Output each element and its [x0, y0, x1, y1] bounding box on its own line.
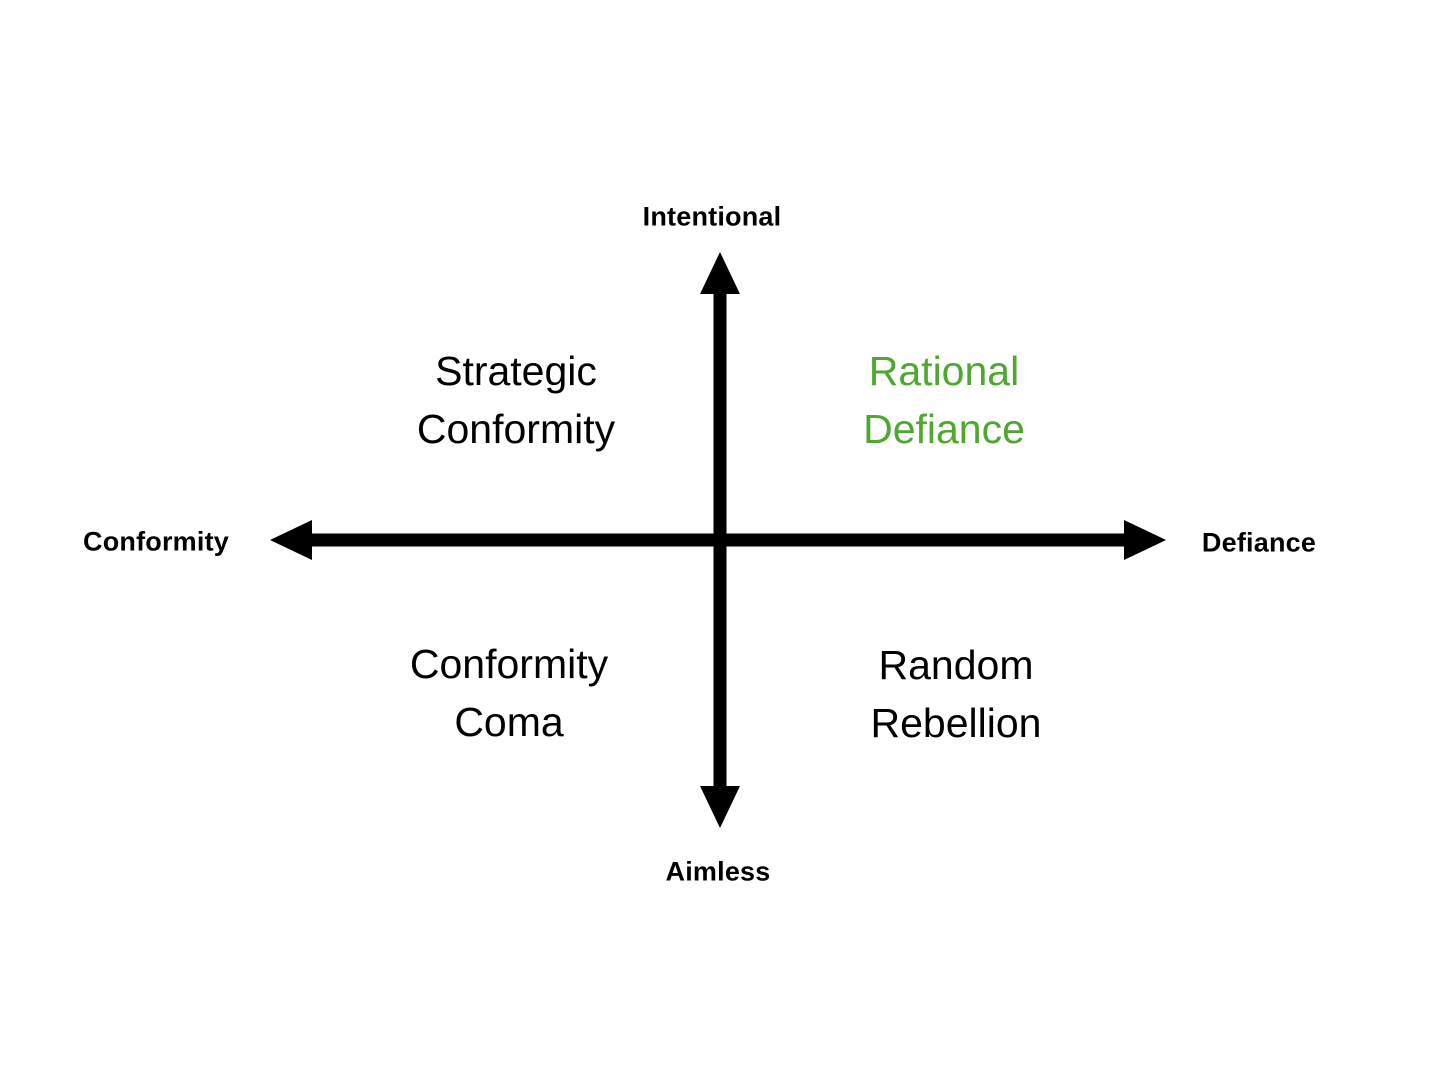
quadrant-label-rational-defiance: Rational Defiance [863, 342, 1025, 458]
quadrant-label-line: Rebellion [870, 700, 1042, 746]
quadrant-label-line: Strategic [435, 348, 597, 394]
left-arrowhead-icon [270, 520, 312, 560]
axis-label-conformity: Conformity [83, 526, 229, 557]
up-arrowhead-icon [700, 252, 740, 294]
quadrant-label-line: Conformity [409, 641, 609, 687]
quadrant-label-strategic-conformity: Strategic Conformity [417, 342, 615, 458]
right-arrowhead-icon [1124, 520, 1166, 560]
quadrant-label-conformity-coma: Conformity Coma [410, 635, 608, 751]
axis-label-aimless: Aimless [665, 856, 771, 887]
down-arrowhead-icon [700, 786, 740, 828]
quadrant-label-line: Defiance [863, 406, 1025, 452]
quadrant-label-random-rebellion: Random Rebellion [871, 636, 1042, 752]
quadrant-label-line: Conformity [416, 406, 616, 452]
quadrant-label-line: Coma [454, 699, 564, 745]
quadrant-label-line: Random [878, 642, 1034, 688]
quadrant-label-line: Rational [868, 348, 1020, 394]
axis-label-intentional: Intentional [642, 201, 782, 232]
axis-label-defiance: Defiance [1201, 527, 1317, 558]
